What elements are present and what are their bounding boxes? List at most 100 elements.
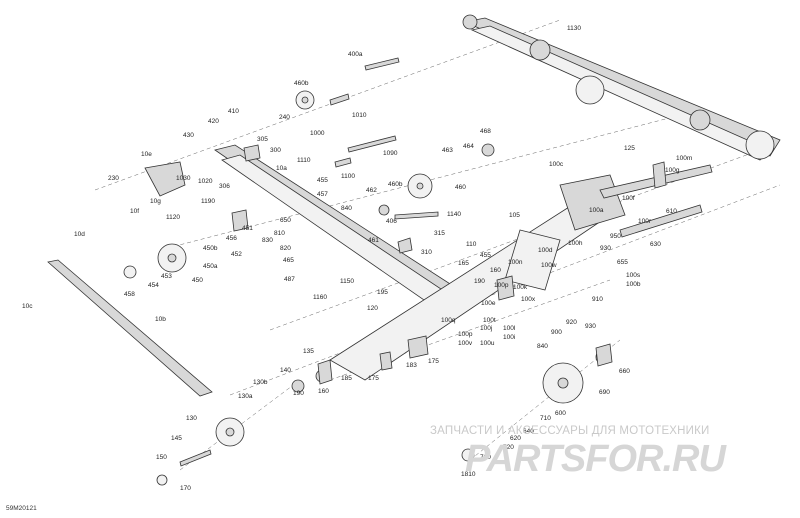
part-label: 315 xyxy=(434,230,445,237)
part-label: 830 xyxy=(262,237,273,244)
part-label: 165 xyxy=(458,260,469,267)
part-label: 456 xyxy=(226,235,237,242)
part-label: 461 xyxy=(368,237,379,244)
part-label: 145 xyxy=(171,435,182,442)
part-label: 160 xyxy=(490,267,501,274)
part-label: 140 xyxy=(280,367,291,374)
part-label: 410 xyxy=(228,108,239,115)
part-label: 100w xyxy=(541,262,557,269)
part-label: 300 xyxy=(270,147,281,154)
part-label: 710 xyxy=(540,415,551,422)
part-label: 100d xyxy=(538,247,553,254)
part-label: 900 xyxy=(551,329,562,336)
part-label: 630 xyxy=(650,241,661,248)
part-label: 468 xyxy=(480,128,491,135)
part-label: 810 xyxy=(274,230,285,237)
part-label: 460 xyxy=(455,184,466,191)
part-label: 305 xyxy=(257,136,268,143)
part-label: 190 xyxy=(474,278,485,285)
part-label: 430 xyxy=(183,132,194,139)
part-label: 100p xyxy=(458,331,473,338)
part-label: 195 xyxy=(377,289,388,296)
part-label: 100k xyxy=(513,284,528,291)
diagram-code: 59M20121 xyxy=(6,505,37,512)
part-label: 100g xyxy=(665,167,680,174)
part-label: 120 xyxy=(367,305,378,312)
part-label: 100a xyxy=(589,207,604,214)
part-label: 100q xyxy=(441,317,456,324)
part-label: 100c xyxy=(549,161,564,168)
part-label: 10g xyxy=(150,198,161,205)
part-label: 160 xyxy=(318,388,329,395)
part-label: 100f xyxy=(622,195,635,202)
part-label: 453 xyxy=(161,273,172,280)
part-label: 920 xyxy=(566,319,577,326)
shafts-and-bolts xyxy=(179,57,667,467)
part-label: 463 xyxy=(442,147,453,154)
part-label: 450 xyxy=(192,277,203,284)
part-label: 690 xyxy=(599,389,610,396)
part-label: 1110 xyxy=(297,157,311,164)
part-label: 655 xyxy=(617,259,628,266)
part-label: 100m xyxy=(676,155,692,162)
part-label: 100x xyxy=(521,296,536,303)
part-label: 175 xyxy=(368,375,379,382)
part-label: 840 xyxy=(537,343,548,350)
rail-bracket xyxy=(144,161,186,197)
part-label: 1020 xyxy=(198,178,213,185)
part-label: 100t xyxy=(483,317,496,324)
part-label: 190 xyxy=(293,390,304,397)
part-label: 100v xyxy=(458,340,473,347)
watermark-text: ЗАПЧАСТИ И АКСЕССУАРЫ ДЛЯ МОТОТЕХНИКИ xyxy=(430,425,710,437)
part-label: 175 xyxy=(428,358,439,365)
part-label: 452 xyxy=(231,251,242,258)
part-label: 730 xyxy=(480,454,491,461)
part-label: 464 xyxy=(463,143,474,150)
part-label: 406 xyxy=(386,218,397,225)
part-label: 170 xyxy=(180,485,191,492)
part-label: 130a xyxy=(238,393,253,400)
part-label: 455 xyxy=(317,177,328,184)
part-label: 130 xyxy=(186,415,197,422)
part-label: 1130 xyxy=(567,25,581,32)
part-label: 100u xyxy=(480,340,495,347)
part-label: 840 xyxy=(341,205,352,212)
part-label: 100i xyxy=(503,334,515,341)
part-label: 100l xyxy=(503,325,516,332)
part-label: 455 xyxy=(480,252,491,259)
part-label: 183 xyxy=(406,362,417,369)
part-label: 100r xyxy=(638,218,652,225)
part-label: 1190 xyxy=(201,198,215,205)
part-label: 1150 xyxy=(340,278,354,285)
part-label: 640 xyxy=(523,428,534,435)
part-label: 1010 xyxy=(352,112,367,119)
part-label: 105 xyxy=(509,212,520,219)
suspension-arm xyxy=(329,164,713,381)
part-label: 620 xyxy=(510,435,521,442)
part-label: 100h xyxy=(568,240,583,247)
part-label: 465 xyxy=(283,257,294,264)
part-label: 1000 xyxy=(310,130,325,137)
part-label: 100p xyxy=(494,282,509,289)
part-label: 910 xyxy=(592,296,603,303)
part-label: 306 xyxy=(219,183,230,190)
part-label: 10e xyxy=(141,151,152,158)
part-label: 100n xyxy=(508,259,523,266)
part-label: 230 xyxy=(108,175,119,182)
part-label: 1810 xyxy=(461,471,476,478)
part-label: 460b xyxy=(294,80,309,87)
part-label: 420 xyxy=(208,118,219,125)
part-label: 820 xyxy=(280,245,291,252)
assembly-axis-lines xyxy=(94,19,781,471)
part-label: 100s xyxy=(626,272,641,279)
part-label: 930 xyxy=(600,245,611,252)
part-label: 450a xyxy=(203,263,218,270)
part-label: 1160 xyxy=(313,294,327,301)
part-label: 1030 xyxy=(176,175,191,182)
part-label: 1090 xyxy=(383,150,398,157)
part-label: 10d xyxy=(74,231,85,238)
part-label: 454 xyxy=(148,282,159,289)
part-label: 458 xyxy=(124,291,135,298)
